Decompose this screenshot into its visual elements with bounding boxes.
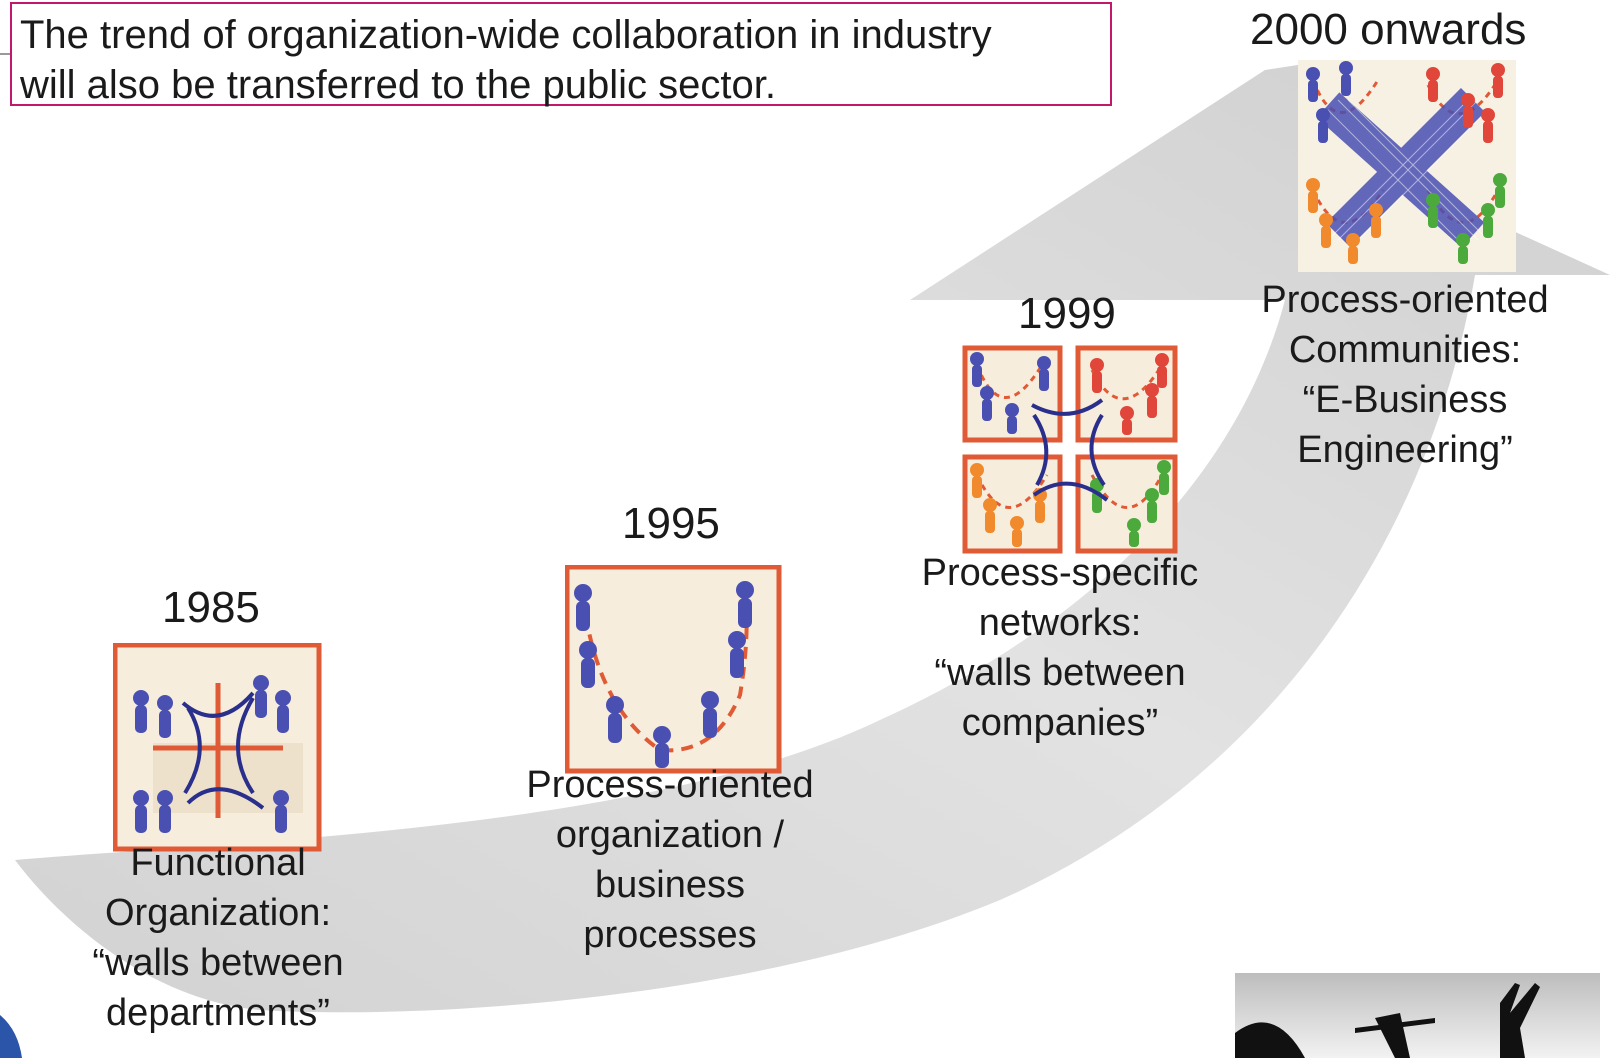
stage-1995-caption-line: organization / (555, 814, 785, 856)
network-quadrants-icon (962, 345, 1178, 554)
stage-1985-caption-line: Functional (130, 842, 306, 884)
stage-1999-year: 1999 (1018, 289, 1116, 338)
callout-box: The trend of organization-wide collabora… (10, 2, 1112, 107)
stage-1999-caption: Process-specific networks: “walls betwee… (900, 548, 1220, 748)
stage-1999-caption-line: networks: (978, 602, 1142, 644)
corner-circle-fragment (0, 1015, 22, 1058)
community-cross-icon (1298, 60, 1516, 272)
stage-2000-year: 2000 onwards (1250, 5, 1527, 54)
stage-1995-caption: Process-oriented organization / business… (500, 760, 840, 960)
stage-2000-caption-line: Communities: (1288, 329, 1522, 371)
stage-1995-year: 1995 (622, 499, 720, 548)
stage-2000-caption-line: Engineering” (1297, 429, 1513, 471)
stage-1985-year: 1985 (162, 583, 260, 632)
stage-1985-caption-line: Organization: (104, 892, 331, 934)
stage-1999-caption-line: “walls between (934, 652, 1186, 694)
stage-1995-caption-line: business (595, 864, 745, 906)
stage-2000-caption-line: “E-Business (1302, 379, 1508, 421)
stage-2000-caption: Process-oriented Communities: “E-Busines… (1225, 275, 1585, 475)
functional-organization-icon (113, 643, 322, 852)
stage-1995-caption-line: Process-oriented (526, 764, 814, 806)
stage-1985-caption: Functional Organization: “walls between … (68, 838, 368, 1038)
stage-1985-caption-line: departments” (106, 992, 330, 1034)
callout-line-1: The trend of organization-wide collabora… (20, 13, 992, 57)
stage-1995-caption-line: processes (583, 914, 757, 956)
stage-1999-caption-line: companies” (961, 702, 1159, 744)
stage-1999-caption-line: Process-specific (921, 552, 1199, 594)
stage-1985-caption-line: “walls between (92, 942, 344, 984)
trend-arrow-body (15, 60, 1610, 1013)
stage-2000-caption-line: Process-oriented (1261, 279, 1549, 321)
silhouette-photo (1235, 973, 1600, 1058)
callout-line-2: will also be transferred to the public s… (20, 63, 776, 107)
process-chain-icon (565, 565, 782, 774)
